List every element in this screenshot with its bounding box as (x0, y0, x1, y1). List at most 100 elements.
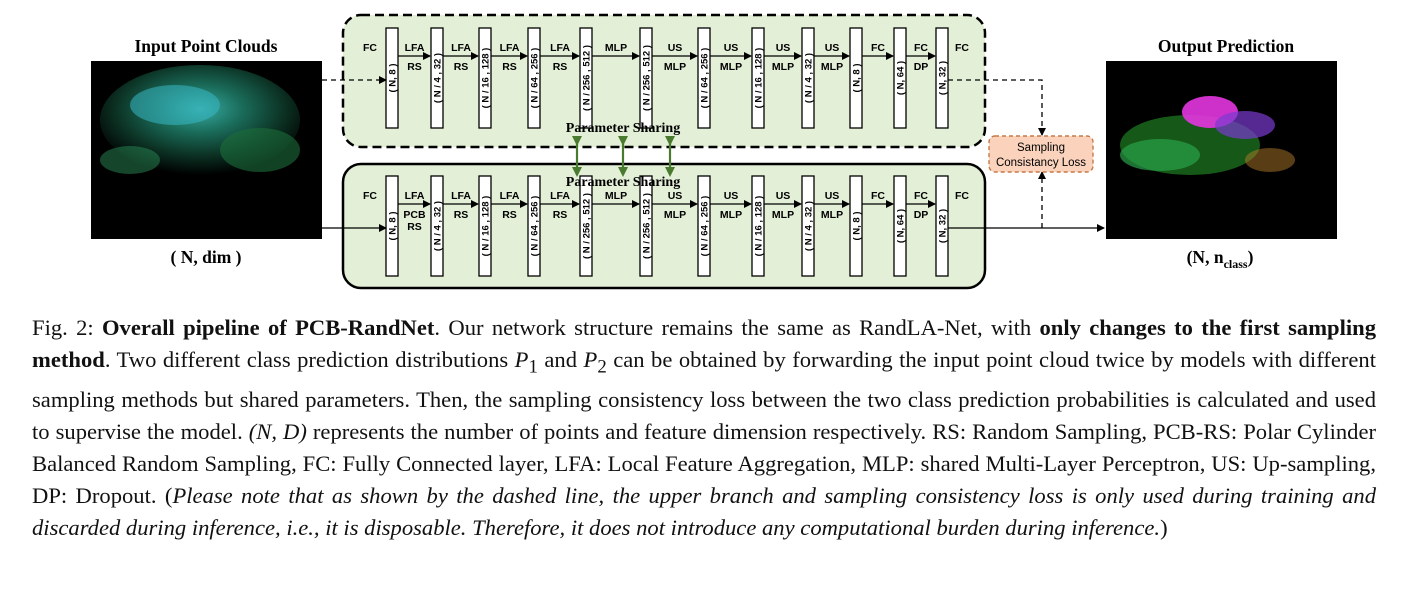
bottom-branch-feature-block (801, 175, 815, 277)
top-branch-op-label: LFA (405, 42, 425, 54)
top-branch-feature-block (697, 27, 711, 129)
top-branch-op-label: FC (363, 42, 377, 54)
bottom-branch-op-label: FC (363, 190, 377, 202)
top-branch-feature-block (527, 27, 541, 129)
top-branch-block-label: ( N / 64 , 256 ) (700, 48, 711, 109)
output-dims-sub: class (1224, 257, 1248, 271)
top-branch-feature-block (751, 27, 765, 129)
caption-text-3: and (537, 347, 584, 372)
bottom-branch-feature-block (697, 175, 711, 277)
input-point-cloud-image (91, 61, 322, 239)
top-branch-block-label: ( N, 8 ) (852, 63, 863, 92)
bottom-branch-block-label: ( N / 16 , 128 ) (754, 196, 765, 257)
bottom-branch-op-label: FC (955, 190, 969, 202)
top-branch-feature-block (893, 27, 907, 129)
input-title: Input Point Clouds (135, 36, 278, 56)
caption-bold-title: Overall pipeline of PCB-RandNet (101, 315, 435, 340)
bottom-branch-op-label: US (825, 190, 840, 202)
top-branch-frame (341, 13, 987, 149)
caption-close: ) (1160, 514, 1168, 540)
bottom-branch-feature-block (579, 175, 593, 277)
top-branch-op-sublabel: RS (454, 61, 469, 73)
top-branch-op-sublabel: RS (407, 61, 422, 73)
top-branch-op-sublabel: MLP (664, 61, 686, 73)
caption-prefix: Fig. 2: (32, 315, 102, 340)
caption-text-5: represents the number of points and feat… (32, 418, 1376, 508)
top-branch-op-label: US (724, 42, 739, 54)
top-branch-op-sublabel: MLP (821, 61, 843, 73)
bottom-branch-block-label: ( N, 8 ) (388, 211, 399, 240)
bottom-branch-op-sublabel: RS (553, 209, 568, 221)
bottom-branch-block-label: ( N / 4 , 32 ) (433, 201, 444, 251)
top-branch-feature-block (935, 27, 949, 129)
bottom-branch-op-label: US (724, 190, 739, 202)
top-branch-op-sublabel: MLP (772, 61, 794, 73)
top-branch-block-label: ( N / 64 , 256 ) (530, 48, 541, 109)
top-branch-feature-block (430, 27, 444, 129)
pipeline-figure: Input Point Clouds ( N, dim ) Output Pre… (91, 13, 1337, 290)
top-branch-block-label: ( N / 4 , 32 ) (804, 53, 815, 103)
bottom-branch-block-label: ( N, 64 ) (896, 209, 907, 243)
bottom-branch-block-label: ( N / 256 , 512 ) (582, 193, 593, 259)
bottom-branch-block-label: ( N / 4 , 32 ) (804, 201, 815, 251)
caption-p2-sub: 2 (597, 356, 607, 378)
top-branch-block-label: ( N / 16 , 128 ) (481, 48, 492, 109)
bottom-branch-op-sublabel2: RS (407, 221, 422, 233)
top-branch-op-sublabel: RS (553, 61, 568, 73)
top-branch-op-sublabel: RS (502, 61, 517, 73)
output-prediction-image (1106, 61, 1337, 239)
bottom-branch-block-label: ( N, 8 ) (852, 211, 863, 240)
caption-p2: P (583, 347, 598, 372)
bottom-branch-op-sublabel: MLP (821, 209, 843, 221)
bottom-branch-feature-block (527, 175, 541, 277)
output-dims: (N, nclass) (1187, 247, 1254, 271)
top-branch-feature-block (478, 27, 492, 129)
top-branch-op-sublabel: DP (914, 61, 929, 73)
top-branch-block-label: ( N, 32 ) (938, 61, 949, 95)
bottom-branch-op-label: LFA (550, 190, 570, 202)
bottom-branch-op-sublabel: RS (502, 209, 517, 221)
bottom-branch-feature-block (893, 175, 907, 277)
bottom-branch-frame (341, 162, 987, 290)
top-branch-op-label: US (776, 42, 791, 54)
bottom-branch-op-sublabel: MLP (720, 209, 742, 221)
top-to-loss-dashed (948, 79, 1046, 136)
bottom-branch-op-label: MLP (605, 190, 627, 202)
caption-bold-change: only changes to the first sampling metho… (32, 315, 1376, 372)
caption-p1: P (514, 347, 529, 372)
bottom-branch-op-sublabel: PCB (403, 209, 426, 221)
top-branch-op-label: FC (914, 42, 928, 54)
top-branch-op-label: FC (871, 42, 885, 54)
bottom-branch-block-label: ( N / 64 , 256 ) (700, 196, 711, 257)
top-branch-op-label: MLP (605, 42, 627, 54)
bottom-branch-block-label: ( N / 16 , 128 ) (481, 196, 492, 257)
bottom-branch-op-label: US (776, 190, 791, 202)
output-title: Output Prediction (1158, 36, 1295, 56)
bottom-branch-op-sublabel: MLP (772, 209, 794, 221)
bottom-branch-op-sublabel: DP (914, 209, 929, 221)
top-branch-op-label: US (668, 42, 683, 54)
output-dims-close: ) (1248, 247, 1254, 267)
figure-caption: Fig. 2: Overall pipeline of PCB-RandNet.… (32, 312, 1376, 544)
bottom-branch-feature-block (478, 175, 492, 277)
top-branch-feature-block (849, 27, 863, 129)
top-branch-block-label: ( N / 16 , 128 ) (754, 48, 765, 109)
input-dims: ( N, dim ) (171, 247, 242, 267)
loss-label-line1: Sampling (1017, 142, 1065, 154)
bottom-branch-op-label: US (668, 190, 683, 202)
top-branch-op-sublabel: MLP (720, 61, 742, 73)
bottom-branch-op-label: LFA (500, 190, 520, 202)
output-dims-main: (N, n (1187, 247, 1224, 267)
parameter-sharing-top: Parameter Sharing (566, 121, 680, 136)
bottom-branch-feature-block (935, 175, 949, 277)
top-branch-block-label: ( N / 256 , 512 ) (582, 45, 593, 111)
bottom-branch-op-label: FC (914, 190, 928, 202)
bottom-branch-op-label: FC (871, 190, 885, 202)
caption-text-1: . Our network structure remains the same… (434, 315, 1040, 340)
bottom-branch-feature-block (849, 175, 863, 277)
caption-p1-sub: 1 (528, 356, 538, 378)
top-branch-block-label: ( N / 4 , 32 ) (433, 53, 444, 103)
parameter-sharing-arrows (572, 136, 675, 177)
bottom-branch-op-sublabel: RS (454, 209, 469, 221)
